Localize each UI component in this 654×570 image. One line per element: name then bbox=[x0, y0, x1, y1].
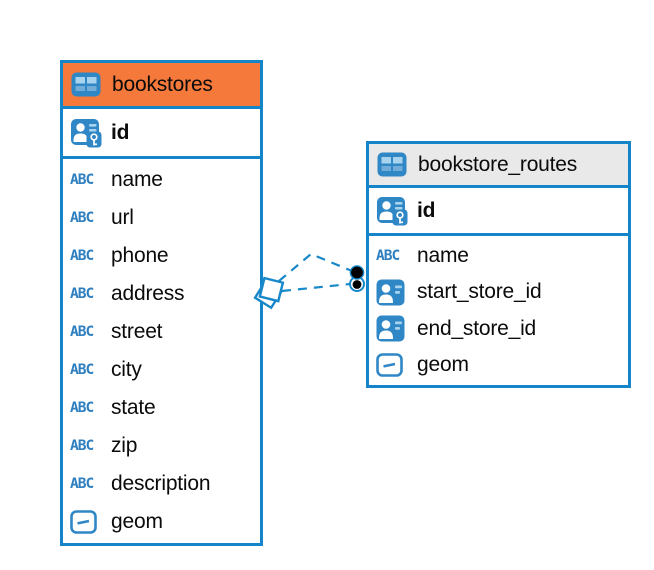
table-row[interactable]: ABC street bbox=[63, 313, 260, 351]
table-row[interactable]: geom bbox=[369, 347, 628, 383]
abc-icon: ABC bbox=[70, 476, 94, 492]
bookstores-primary-key-row[interactable]: id bbox=[63, 109, 260, 159]
column-name: address bbox=[111, 282, 185, 305]
table-icon bbox=[377, 152, 409, 177]
column-name: end_store_id bbox=[417, 316, 537, 340]
geometry-icon bbox=[70, 510, 102, 534]
abc-icon: ABC bbox=[70, 400, 94, 416]
abc-icon: ABC bbox=[70, 210, 94, 226]
primary-key-name: id bbox=[417, 198, 436, 222]
abc-icon: ABC bbox=[376, 248, 400, 265]
abc-icon: ABC bbox=[70, 324, 94, 340]
bookstores-header[interactable]: bookstores bbox=[63, 63, 260, 109]
bookstore-routes-header[interactable]: bookstore_routes bbox=[369, 144, 628, 188]
relationship-line-end-store[interactable] bbox=[281, 282, 351, 293]
column-name: url bbox=[111, 206, 134, 229]
column-name: city bbox=[111, 358, 142, 381]
column-name: zip bbox=[111, 434, 138, 457]
column-name: start_store_id bbox=[417, 280, 542, 304]
table-row[interactable]: end_store_id bbox=[369, 311, 628, 347]
column-name: geom bbox=[111, 510, 163, 533]
dot-target-marker bbox=[349, 265, 365, 292]
column-name: street bbox=[111, 320, 163, 343]
person-ref-icon bbox=[376, 279, 408, 306]
column-name: phone bbox=[111, 244, 169, 267]
table-bookstore-routes[interactable]: bookstore_routes id ABC name start_store_… bbox=[366, 141, 631, 388]
column-name: name bbox=[417, 244, 469, 268]
table-row[interactable]: ABC phone bbox=[63, 237, 260, 275]
table-row[interactable]: ABC address bbox=[63, 275, 260, 313]
table-row[interactable]: ABC zip bbox=[63, 427, 260, 465]
abc-icon: ABC bbox=[70, 438, 94, 454]
bookstore-routes-primary-key-row[interactable]: id bbox=[369, 188, 628, 236]
diamond-source-marker bbox=[253, 276, 285, 310]
column-name: description bbox=[111, 472, 211, 495]
table-icon bbox=[71, 72, 103, 97]
table-row[interactable]: ABC description bbox=[63, 465, 260, 503]
person-ref-icon bbox=[376, 315, 408, 342]
column-name: state bbox=[111, 396, 156, 419]
abc-icon: ABC bbox=[70, 286, 94, 302]
abc-icon: ABC bbox=[70, 248, 94, 264]
table-row[interactable]: ABC name bbox=[369, 238, 628, 274]
relationship-line-start-store[interactable] bbox=[278, 252, 353, 282]
primary-key-name: id bbox=[111, 120, 130, 144]
table-row[interactable]: ABC name bbox=[63, 161, 260, 199]
bookstores-title: bookstores bbox=[112, 72, 213, 96]
bookstore-routes-column-list: ABC name start_store_id end_store_id geom bbox=[369, 236, 628, 385]
id-key-icon bbox=[376, 196, 408, 226]
table-row[interactable]: geom bbox=[63, 503, 260, 541]
table-row[interactable]: ABC state bbox=[63, 389, 260, 427]
abc-icon: ABC bbox=[70, 362, 94, 378]
column-name: name bbox=[111, 168, 163, 191]
table-row[interactable]: ABC url bbox=[63, 199, 260, 237]
abc-icon: ABC bbox=[70, 172, 94, 188]
table-row[interactable]: ABC city bbox=[63, 351, 260, 389]
column-name: geom bbox=[417, 352, 469, 376]
table-row[interactable]: start_store_id bbox=[369, 274, 628, 310]
bookstore-routes-title: bookstore_routes bbox=[418, 152, 578, 176]
id-key-icon bbox=[70, 118, 102, 148]
geometry-icon bbox=[376, 353, 408, 377]
